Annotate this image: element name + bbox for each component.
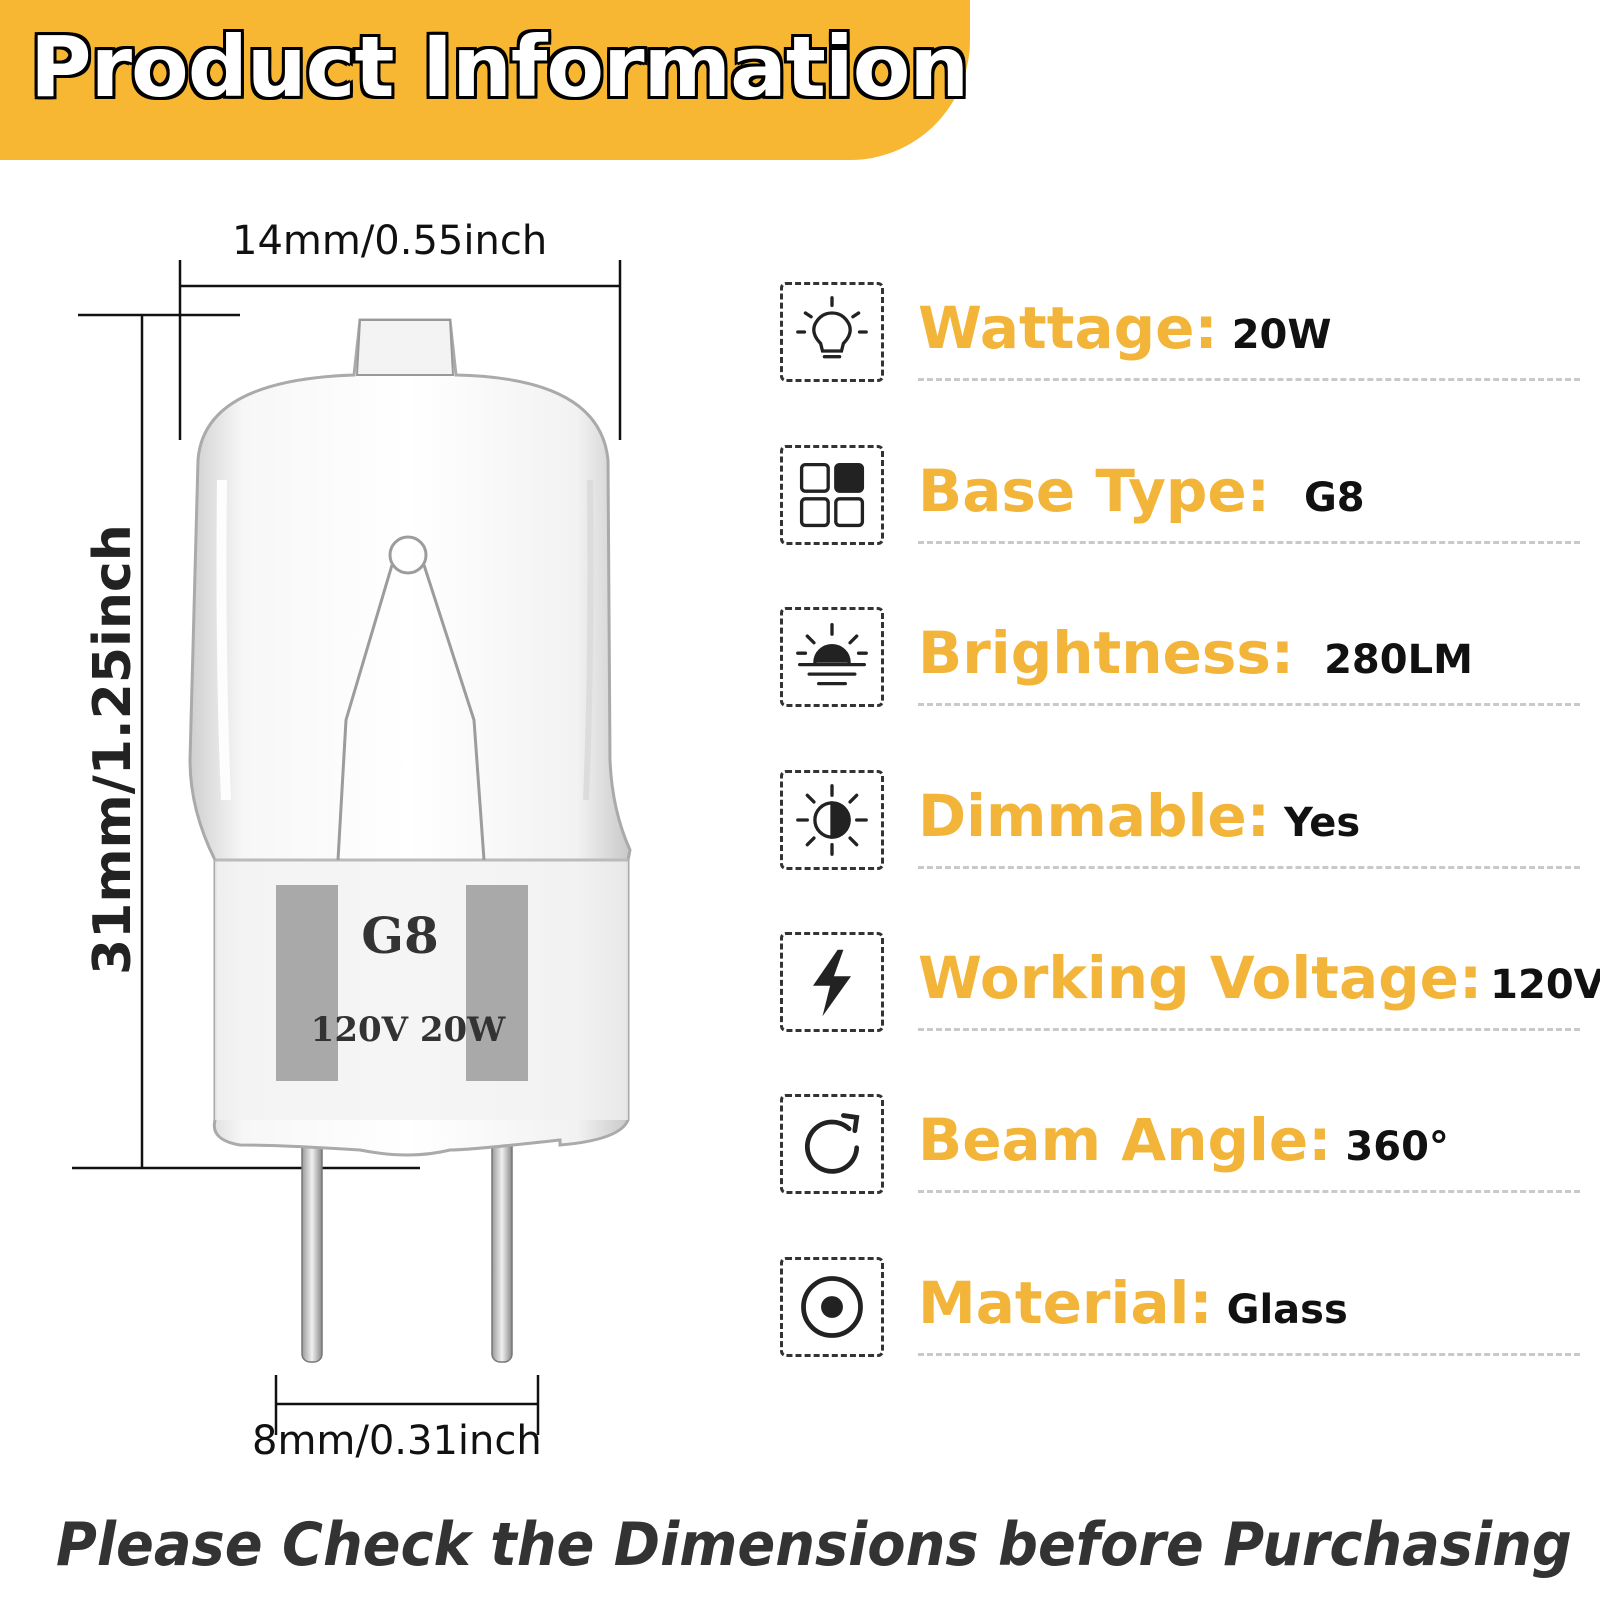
spec-label: Beam Angle: — [918, 1106, 1332, 1174]
lightning-icon — [780, 932, 884, 1032]
page-title: Product Information — [30, 18, 969, 116]
divider — [918, 1190, 1580, 1193]
spec-value: 360° — [1345, 1124, 1449, 1170]
spec-value: Glass — [1226, 1287, 1348, 1333]
spec-value: 120V — [1490, 962, 1600, 1008]
left-contact — [276, 885, 338, 1081]
spec-label: Working Voltage: — [918, 944, 1483, 1012]
spec-label: Dimmable: — [918, 782, 1270, 850]
bulb-illustration — [72, 260, 632, 1435]
pin-spacing-dimension-label: 8mm/0.31inch — [252, 1418, 542, 1464]
spec-value: 280LM — [1324, 637, 1473, 683]
target-icon — [780, 1257, 884, 1357]
bulb-rating-label: 120V 20W — [310, 1010, 506, 1050]
grid-icon — [780, 445, 884, 545]
dimension-lines — [72, 260, 622, 1435]
header-banner: Product Information — [0, 0, 970, 160]
rotate-icon — [780, 1094, 884, 1194]
sunrise-icon — [780, 607, 884, 707]
spec-label: Material: — [918, 1269, 1213, 1337]
divider — [918, 1353, 1580, 1356]
spec-label: Wattage: — [918, 294, 1218, 362]
width-dimension-label: 14mm/0.55inch — [232, 218, 548, 264]
divider — [918, 866, 1580, 869]
divider — [918, 1028, 1580, 1031]
divider — [918, 703, 1580, 706]
spec-row-working-voltage: Working Voltage:120V — [770, 932, 1600, 1044]
spec-value: 20W — [1231, 312, 1332, 358]
spec-row-base-type: Base Type: G8 — [770, 445, 1600, 557]
divider — [918, 378, 1580, 381]
dimmer-icon — [780, 770, 884, 870]
footer-notice: Please Check the Dimensions before Purch… — [56, 1510, 1572, 1580]
right-contact — [466, 885, 528, 1081]
spec-row-dimmable: Dimmable: Yes — [770, 770, 1600, 882]
spec-row-brightness: Brightness: 280LM — [770, 607, 1600, 719]
bulb-diagram: 14mm/0.55inch 31mm/1.25inch 8mm/0.31inch — [0, 160, 740, 1500]
spec-row-material: Material: Glass — [770, 1257, 1600, 1369]
spec-value: G8 — [1303, 475, 1365, 521]
bulb-base-label: G8 — [361, 906, 439, 965]
spec-label: Base Type: — [918, 457, 1270, 525]
lightbulb-icon — [780, 282, 884, 382]
spec-row-wattage: Wattage: 20W — [770, 282, 1600, 394]
spec-label: Brightness: — [918, 619, 1295, 687]
divider — [918, 541, 1580, 544]
spec-row-beam-angle: Beam Angle: 360° — [770, 1094, 1600, 1206]
spec-value: Yes — [1283, 800, 1361, 846]
